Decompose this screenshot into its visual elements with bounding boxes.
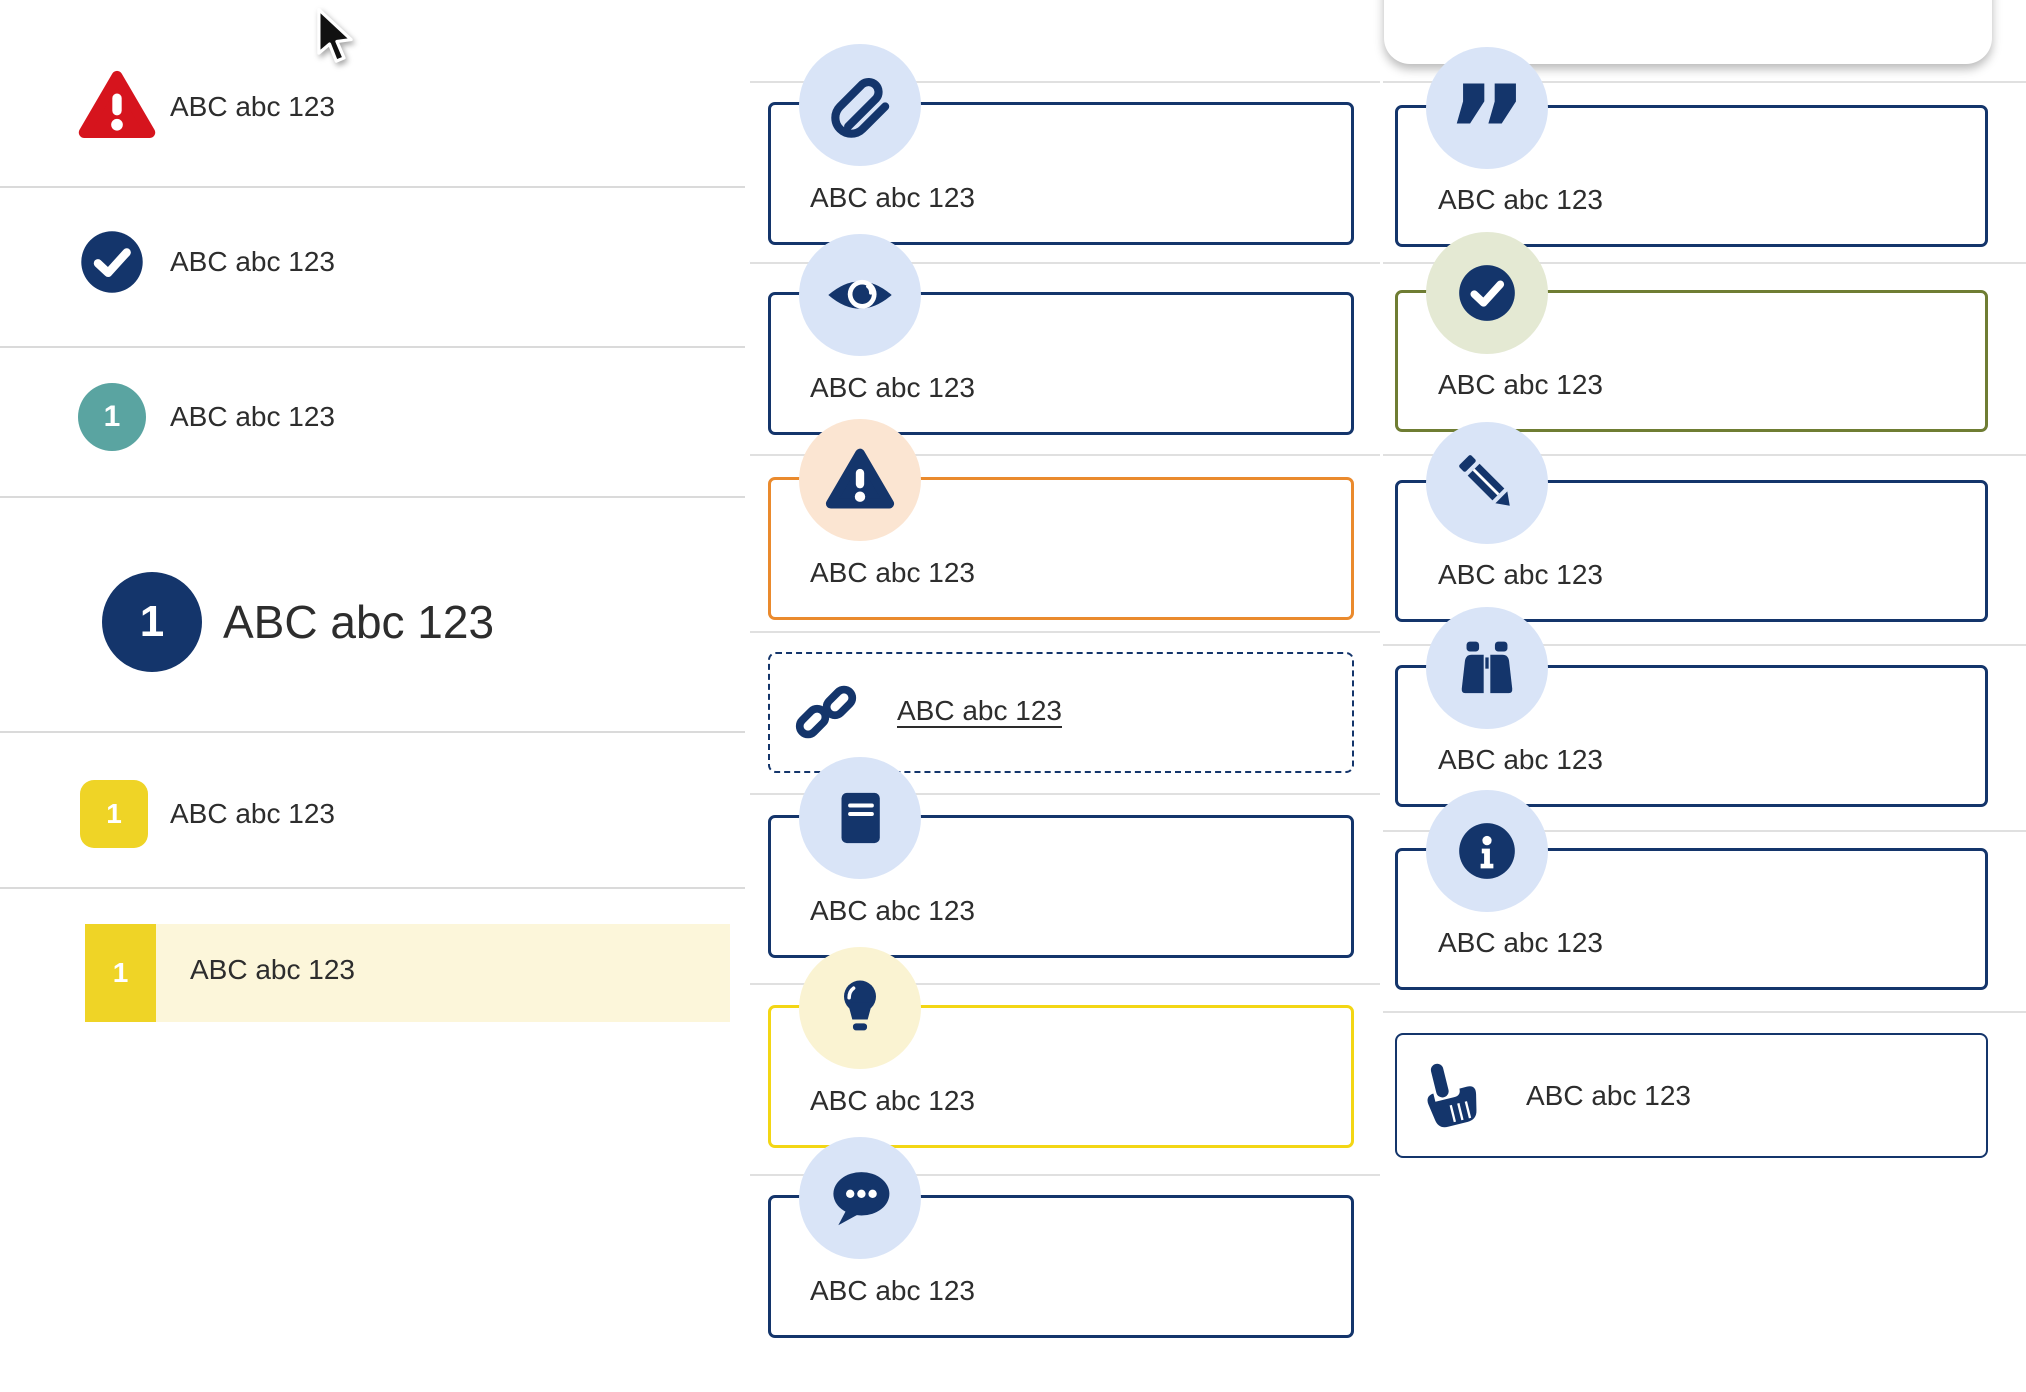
eye-icon xyxy=(799,234,921,356)
divider xyxy=(0,186,745,188)
card-label: ABC abc 123 xyxy=(810,895,975,926)
card-label: ABC abc 123 xyxy=(1438,184,1603,215)
card-label: ABC abc 123 xyxy=(1438,369,1603,400)
row-line xyxy=(750,81,1380,83)
lightbulb-icon xyxy=(799,947,921,1069)
row-line xyxy=(750,454,1380,456)
card-label: ABC abc 123 xyxy=(1438,744,1603,775)
list-item-label: ABC abc 123 xyxy=(170,246,335,277)
list-item-label: ABC abc 123 xyxy=(223,596,495,648)
number-badge-teal: 1 xyxy=(78,383,146,451)
pencil-icon xyxy=(1426,422,1548,544)
binoculars-icon xyxy=(1426,607,1548,729)
card-link-label[interactable]: ABC abc 123 xyxy=(897,695,1062,726)
card-label: ABC abc 123 xyxy=(1438,927,1603,958)
list-item-label: ABC abc 123 xyxy=(170,91,335,122)
row-line xyxy=(1383,1011,2026,1013)
book-icon xyxy=(799,757,921,879)
alert-triangle-icon xyxy=(78,70,156,138)
card-label: ABC abc 123 xyxy=(810,1275,975,1306)
card-label: ABC abc 123 xyxy=(810,372,975,403)
card-action[interactable] xyxy=(1395,1033,1988,1158)
card-label: ABC abc 123 xyxy=(1438,559,1603,590)
link-chain-icon xyxy=(795,685,857,739)
card-label: ABC abc 123 xyxy=(810,182,975,213)
chat-bubble-icon xyxy=(799,1137,921,1259)
list-item-label: ABC abc 123 xyxy=(170,401,335,432)
number-badge-yellow-block: 1 xyxy=(85,924,156,1022)
row-line xyxy=(1383,830,2026,832)
card-label: ABC abc 123 xyxy=(810,557,975,588)
warning-triangle-icon xyxy=(799,419,921,541)
number-badge-navy-large: 1 xyxy=(102,572,202,672)
list-item-label: ABC abc 123 xyxy=(190,954,355,985)
hand-pointer-icon xyxy=(1427,1063,1477,1128)
divider xyxy=(0,496,745,498)
list-item-label: ABC abc 123 xyxy=(170,798,335,829)
row-line xyxy=(1383,644,2026,646)
row-line xyxy=(1383,81,2026,83)
card-link[interactable] xyxy=(768,652,1354,773)
row-line xyxy=(750,983,1380,985)
row-line xyxy=(1383,262,2026,264)
divider xyxy=(0,887,745,889)
check-circle-icon xyxy=(1426,232,1548,354)
card-label: ABC abc 123 xyxy=(810,1085,975,1116)
row-line xyxy=(750,793,1380,795)
number-badge-yellow: 1 xyxy=(80,780,148,848)
row-line xyxy=(750,631,1380,633)
row-line xyxy=(1383,454,2026,456)
divider xyxy=(0,346,745,348)
check-circle-icon xyxy=(81,231,143,293)
row-line xyxy=(750,262,1380,264)
info-circle-icon xyxy=(1426,790,1548,912)
highlight-band xyxy=(85,924,730,1022)
row-line xyxy=(750,1174,1380,1176)
card-label: ABC abc 123 xyxy=(1526,1080,1691,1111)
paperclip-icon xyxy=(799,44,921,166)
quote-icon: ” xyxy=(1426,47,1548,198)
mouse-cursor-icon xyxy=(317,8,353,63)
divider xyxy=(0,731,745,733)
